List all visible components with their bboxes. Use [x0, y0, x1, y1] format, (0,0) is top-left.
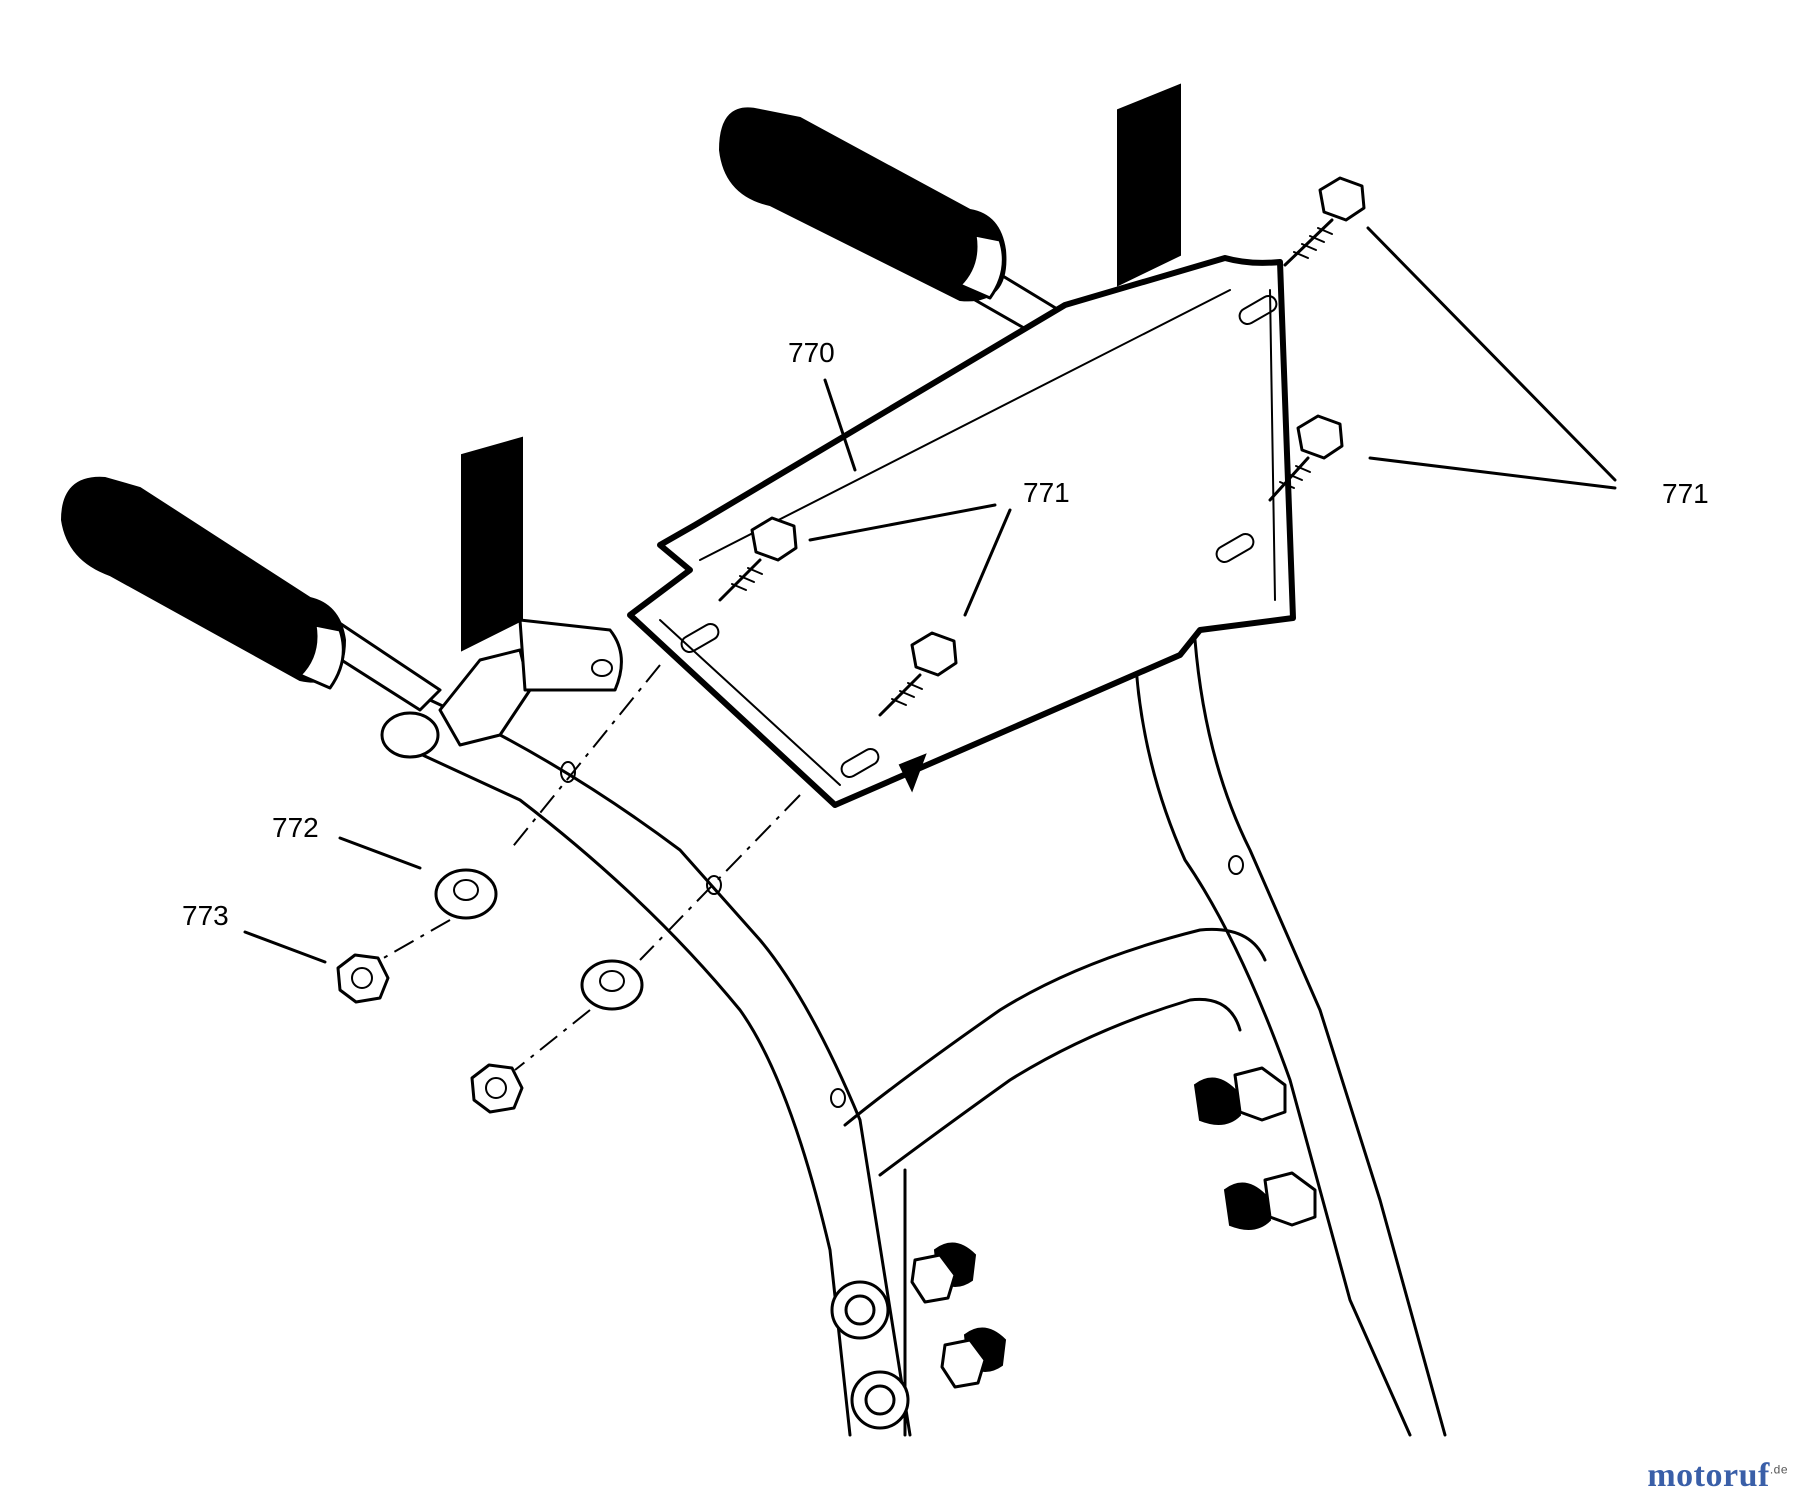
frame-bolts: [830, 1066, 1317, 1430]
bolt-left-lower: [850, 1327, 1007, 1430]
callout-labels: 770 771 771 772 773: [182, 337, 1709, 931]
callout-771-right: 771: [1662, 478, 1709, 509]
bolt-left-upper: [830, 1242, 977, 1340]
screw-mid-right: [1268, 414, 1344, 502]
screws-771: [718, 176, 1366, 717]
callout-771-left: 771: [1023, 477, 1070, 508]
screw-upper-left: [718, 516, 798, 602]
screw-lower-left: [878, 631, 958, 717]
grip-rear: [718, 83, 1181, 362]
hardware-772-773: [336, 868, 644, 1114]
watermark-text: motoruf: [1647, 1457, 1770, 1494]
watermark-suffix: .de: [1769, 1462, 1788, 1477]
callout-770: 770: [788, 337, 835, 368]
callout-773: 773: [182, 900, 229, 931]
bolt-right-upper: [1193, 1066, 1287, 1125]
screw-top-right: [1283, 176, 1366, 267]
watermark-logo: motoruf.de: [1647, 1457, 1788, 1495]
bolt-right-lower: [1223, 1171, 1317, 1230]
handle-frame: [388, 638, 1447, 1437]
washer-left: [434, 868, 498, 920]
nut-right: [470, 1063, 524, 1114]
control-panel: [627, 255, 1296, 808]
nut-left: [336, 953, 390, 1004]
grip-front: [60, 436, 623, 759]
leader-lines: [243, 226, 1617, 964]
washer-right: [580, 959, 644, 1011]
assembly-lines: [379, 664, 801, 1071]
callout-772: 772: [272, 812, 319, 843]
